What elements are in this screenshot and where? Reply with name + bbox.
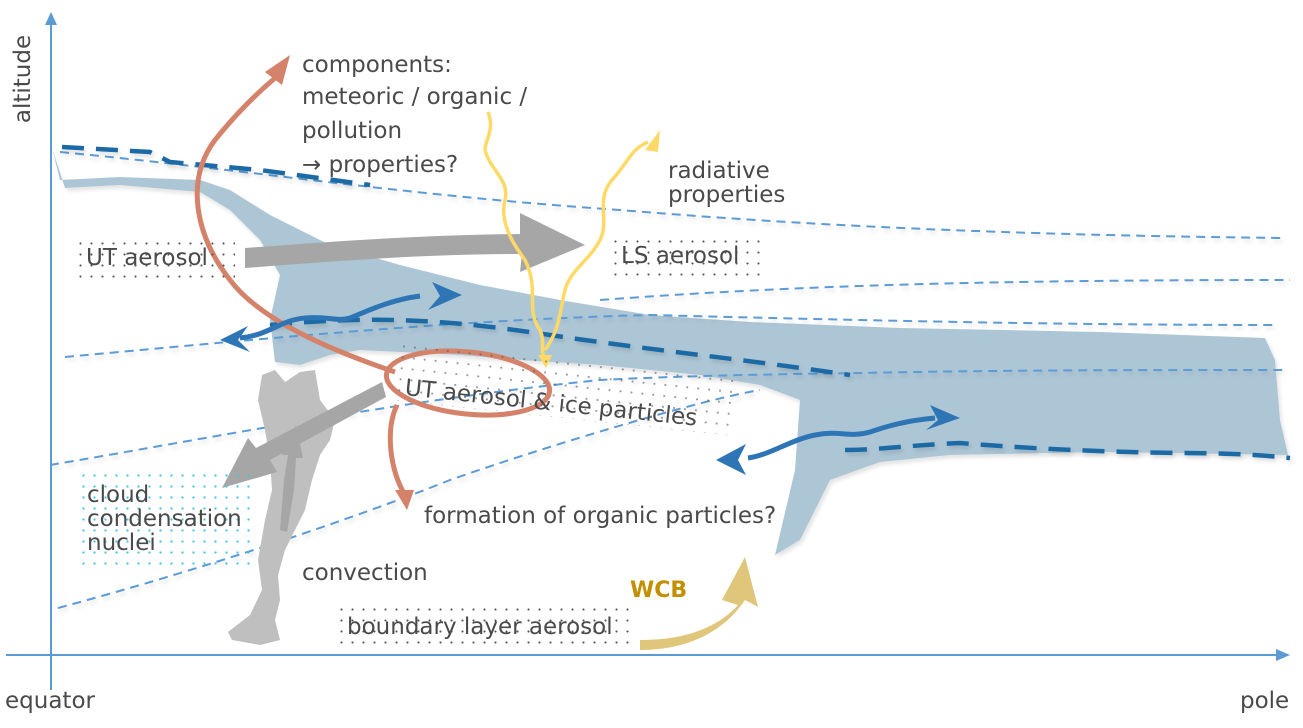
tropopause-lower [844, 440, 1291, 461]
radiative-arrow-2 [543, 140, 649, 352]
axes [6, 12, 1290, 690]
radiative-arrows [483, 111, 649, 361]
wcb-label: WCB [630, 578, 688, 603]
organic-arrow-down [387, 403, 408, 497]
ccn-label-line1: cloud [87, 482, 150, 508]
ut-aerosol-label: UT aerosol [86, 245, 208, 271]
isentrope-3 [64, 313, 1276, 358]
isentrope-1 [59, 151, 1286, 239]
organic-arrow-down-head [395, 490, 414, 510]
mixing-arrow-right-head-l [716, 444, 746, 475]
organic-arrow-up-head [265, 55, 290, 85]
mixing-arrow-left [239, 293, 421, 341]
x-axis-arrowhead [1276, 649, 1290, 661]
tropopause-mid [269, 317, 851, 378]
components-label-line4: → properties? [302, 152, 459, 178]
components-label-line3: pollution [302, 118, 403, 144]
transport-arrow-ut-to-ls [245, 213, 585, 272]
mixing-arrows [239, 293, 936, 461]
mixing-arrow-right [747, 415, 936, 461]
ccn-box [78, 470, 258, 570]
x-axis-start-label: equator [5, 688, 95, 714]
radiative-arrow-2-head [645, 130, 660, 152]
mixing-arrow-right-head-r [926, 405, 960, 430]
boundary-layer-label: boundary layer aerosol [347, 614, 613, 640]
y-axis-label: altitude [10, 34, 36, 124]
detrainment-arrow-to-ccn [222, 382, 386, 488]
convection-label: convection [302, 560, 428, 586]
components-label-line1: components: [302, 52, 452, 78]
convection-updraft-arrow [280, 425, 303, 532]
wcb-arrow [640, 557, 758, 650]
organic-arrow-up [194, 76, 396, 375]
isentrope-2 [599, 279, 1291, 301]
radiative-label-line1: radiative [668, 158, 770, 184]
ccn-label-line3: nuclei [87, 530, 156, 556]
tropopause-upper [61, 144, 371, 188]
ls-aerosol-label: LS aerosol [621, 243, 740, 269]
tropopause-lines [61, 144, 1291, 461]
y-axis-arrowhead [45, 12, 57, 25]
mixing-arrow-left-head-l [220, 326, 250, 352]
mixing-arrow-left-head-r [428, 282, 462, 310]
ccn-label-line2: condensation [87, 506, 242, 532]
ut-aerosol-box [75, 238, 235, 286]
radiative-label-line2: properties [668, 182, 786, 208]
ls-aerosol-box [610, 236, 762, 284]
radiative-arrow-1 [483, 111, 547, 361]
x-axis-end-label: pole [1240, 688, 1290, 714]
components-label-line2: meteoric / organic / [302, 84, 528, 110]
boundary-layer-box [336, 604, 634, 652]
formation-label: formation of organic particles? [424, 503, 777, 529]
aerosol-layer-region [52, 148, 1288, 555]
